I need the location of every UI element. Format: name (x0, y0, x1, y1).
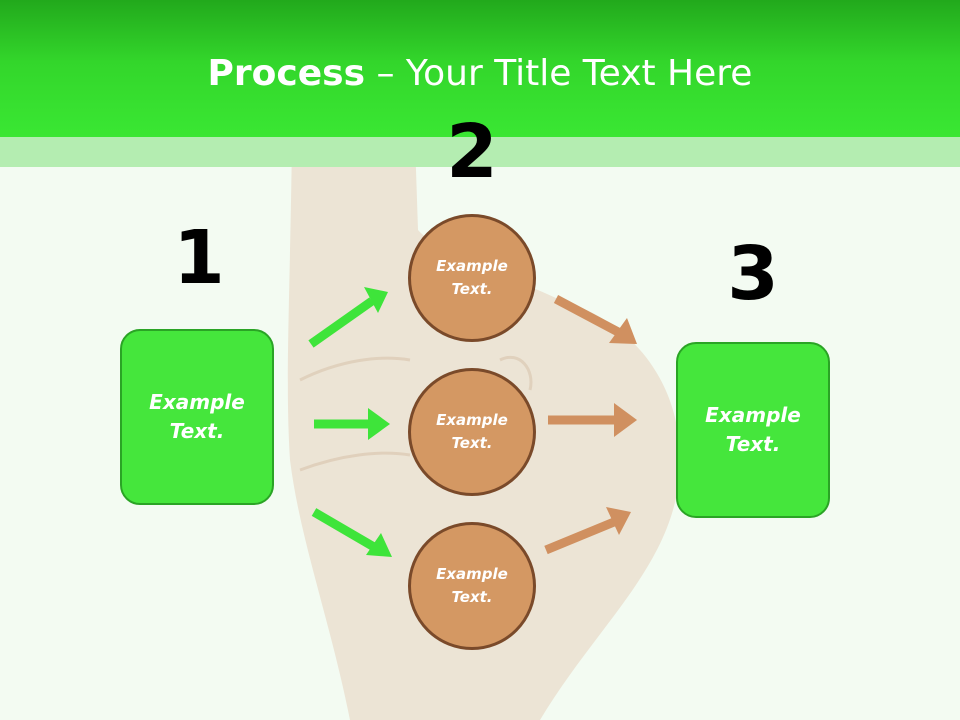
arrow-green-right (314, 408, 390, 440)
arrow-green-up (308, 287, 388, 348)
header-bar (0, 0, 960, 137)
header-band (0, 137, 960, 167)
step2-circle-1: Example Text. (408, 214, 536, 342)
arrow-brown-down (553, 295, 637, 344)
title-rest: – Your Title Text Here (365, 53, 753, 94)
step-number-1: 1 (173, 215, 225, 301)
step2-circle-2: Example Text. (408, 368, 536, 496)
step3-box: Example Text. (676, 342, 830, 518)
step-number-2: 2 (446, 109, 498, 195)
arrow-green-down (311, 508, 392, 557)
page-title: Process – Your Title Text Here (0, 52, 960, 96)
arrow-brown-right (548, 403, 637, 437)
step1-box: Example Text. (120, 329, 274, 505)
title-bold: Process (207, 53, 366, 94)
arrow-brown-up (544, 507, 631, 555)
step2-circle-3: Example Text. (408, 522, 536, 650)
step-number-3: 3 (727, 231, 779, 317)
